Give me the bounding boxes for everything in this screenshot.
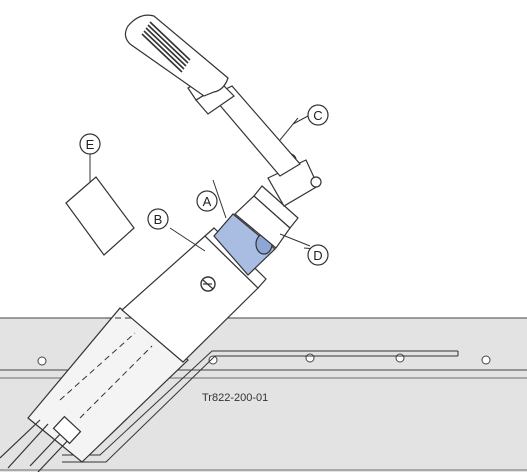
- callout-d: D: [307, 244, 329, 266]
- svg-text:D: D: [313, 248, 322, 263]
- part-d-collar: [234, 185, 311, 249]
- callout-a: A: [196, 190, 218, 212]
- svg-text:C: C: [313, 108, 322, 123]
- callout-c: C: [307, 104, 329, 126]
- svg-text:E: E: [86, 137, 95, 152]
- figure-reference: Tr822-200-01: [202, 392, 268, 404]
- part-e: [65, 154, 135, 256]
- cables: [0, 415, 82, 472]
- svg-text:B: B: [154, 212, 163, 227]
- callout-b: B: [147, 208, 169, 230]
- wrench-c: [124, 14, 322, 207]
- svg-text:A: A: [203, 194, 212, 209]
- callout-e: E: [79, 133, 101, 155]
